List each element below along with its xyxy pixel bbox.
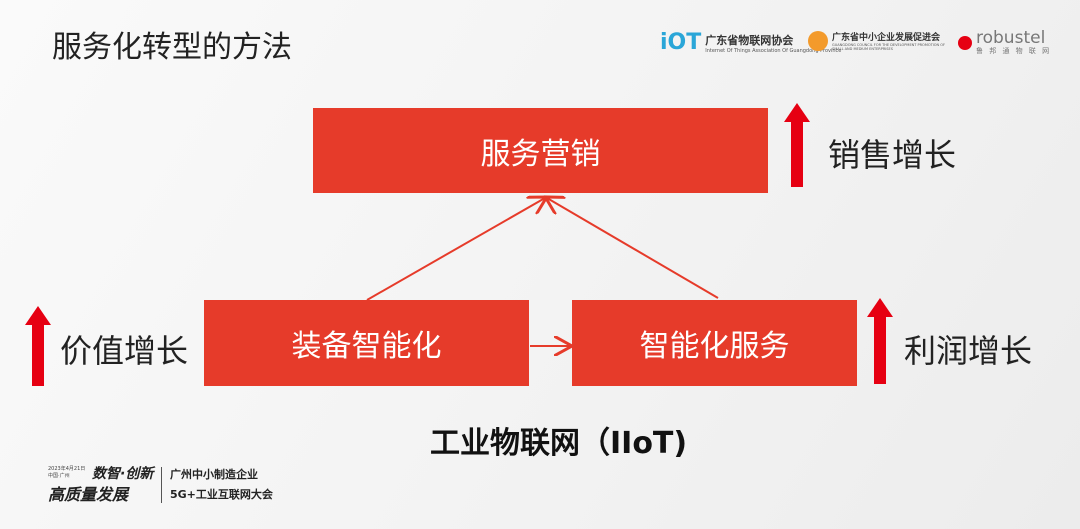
equipment-intelligence-box: 装备智能化 [204, 300, 529, 386]
arrow-right-to-top [547, 198, 719, 299]
up-arrow-icon [25, 306, 51, 386]
arrow-left-to-top [366, 198, 545, 301]
profit-growth-label: 利润增长 [904, 332, 1033, 370]
up-arrow-icon [867, 298, 893, 384]
service-marketing-box: 服务营销 [313, 108, 768, 193]
value-growth-label: 价值增长 [60, 332, 189, 370]
up-arrow-icon [784, 103, 810, 187]
sme-emblem-icon [808, 30, 828, 51]
footer-divider [161, 467, 162, 503]
page-title: 服务化转型的方法 [52, 30, 292, 65]
event-slogan-logo: 2023年4月21日 中国·广州 数智·创新 高质量发展 [48, 466, 154, 504]
intelligent-service-box: 智能化服务 [572, 300, 857, 386]
event-name: 广州中小制造企业 5G+工业互联网大会 [170, 468, 273, 501]
sales-growth-label: 销售增长 [828, 136, 957, 174]
iiot-foundation-label: 工业物联网（IIoT) [430, 426, 688, 461]
robustel-emblem-icon [958, 36, 972, 50]
